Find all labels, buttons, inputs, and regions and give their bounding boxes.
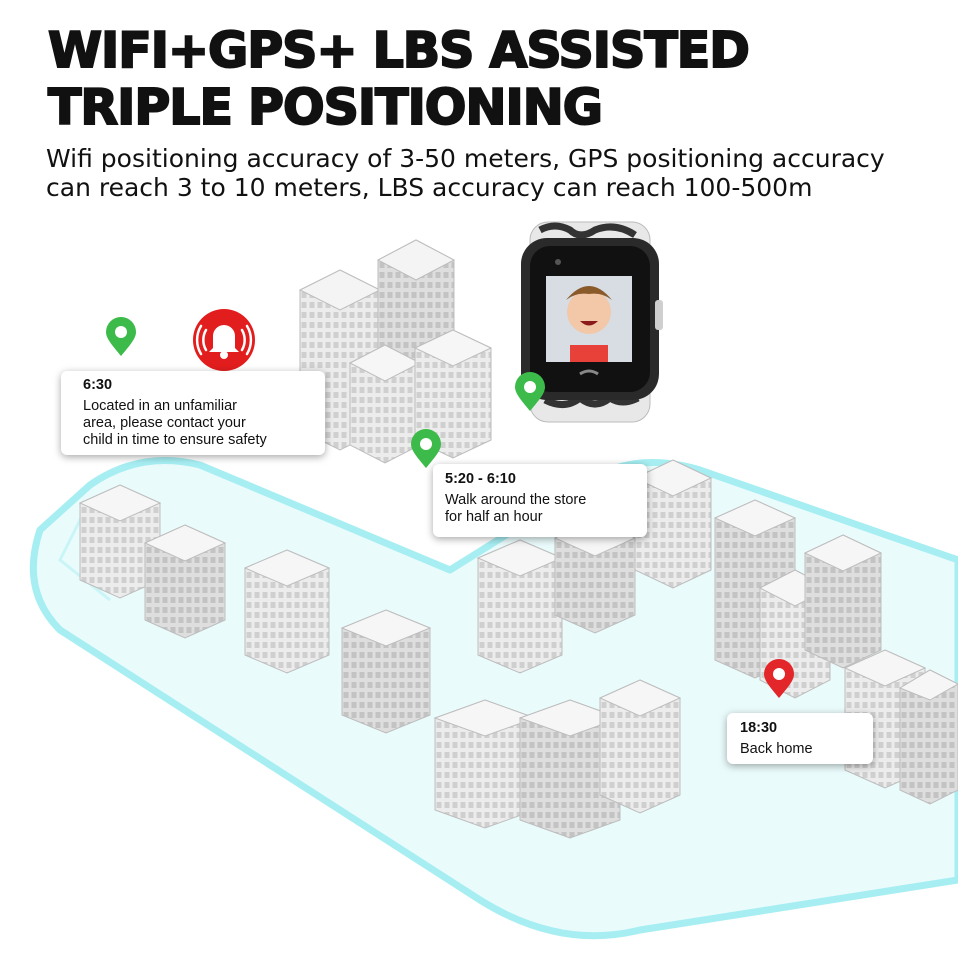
event-time: 5:20 - 6:10 — [445, 471, 516, 487]
headline-line-1: WIFI+GPS+ LBS ASSISTED — [47, 21, 751, 80]
subtitle-line-2: can reach 3 to 10 meters, LBS accuracy c… — [46, 173, 813, 202]
buildings — [78, 239, 958, 839]
subtitle: Wifi positioning accuracy of 3-50 meters… — [46, 144, 946, 202]
event-card-unfamiliar-area: 6:30 Located in an unfamiliar area, plea… — [61, 371, 325, 455]
event-line: area, please contact your — [83, 415, 246, 431]
headline: WIFI+GPS+ LBS ASSISTED TRIPLE POSITIONIN… — [47, 21, 751, 137]
event-line: Walk around the store — [445, 492, 587, 508]
event-line: for half an hour — [445, 509, 543, 525]
event-description: Walk around the store for half an hour — [445, 492, 641, 526]
headline-line-2: TRIPLE POSITIONING — [47, 78, 604, 137]
event-time: 18:30 — [740, 720, 778, 736]
event-line: Back home — [740, 741, 813, 757]
event-description: Back home — [740, 741, 871, 758]
alarm-bell-icon — [193, 309, 255, 371]
event-line: Located in an unfamiliar — [83, 398, 237, 414]
phone-icon — [579, 369, 599, 376]
map-pin-green-icon — [106, 317, 136, 356]
map-pin-red-icon — [764, 659, 794, 698]
event-time: 6:30 — [83, 377, 113, 393]
event-description: Located in an unfamiliar area, please co… — [83, 398, 315, 449]
event-line: child in time to ensure safety — [83, 432, 267, 448]
smartwatch — [521, 221, 663, 423]
event-card-store-walk: 5:20 - 6:10 Walk around the store for ha… — [433, 464, 647, 537]
event-card-back-home: 18:30 Back home — [727, 713, 873, 764]
map-pin-green-icon — [411, 429, 441, 468]
subtitle-line-1: Wifi positioning accuracy of 3-50 meters… — [46, 144, 885, 173]
map-pin-green-icon — [515, 372, 545, 411]
